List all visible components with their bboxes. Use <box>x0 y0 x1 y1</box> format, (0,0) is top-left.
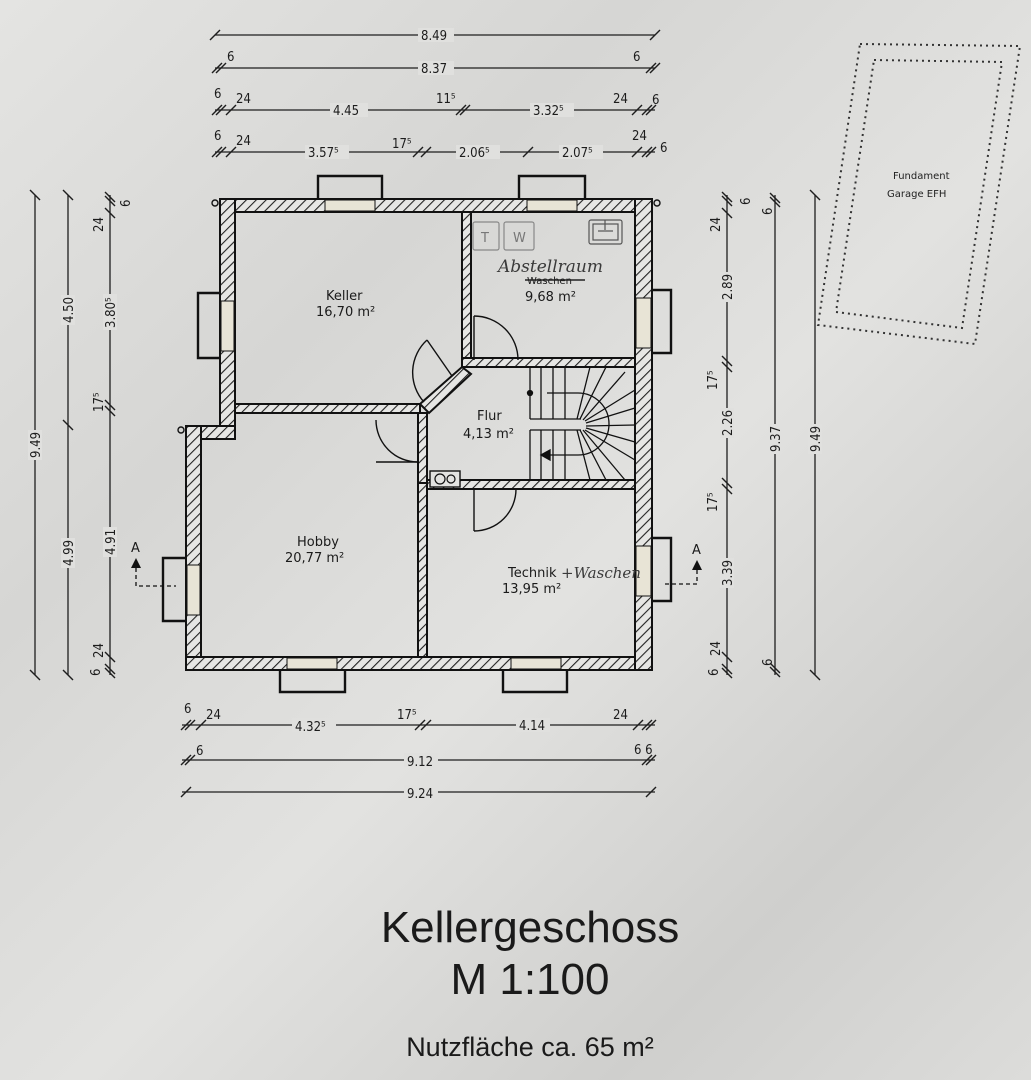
dryer-label: T <box>480 231 489 246</box>
room-abstellraum-struck-name: Waschen <box>527 276 572 287</box>
dim-label: 2.26 <box>721 410 736 436</box>
dim-top-total-outer: 8.49 <box>421 29 447 44</box>
dim-label: 4.32⁵ <box>295 720 326 735</box>
dim-label: 4.91 <box>104 529 119 555</box>
dim-label: 17⁵ <box>706 370 721 390</box>
room-keller-area: 16,70 m² <box>316 305 375 320</box>
left-dimension-labels: 9.49 4.50 4.99 3.80⁵ 4.91 24 6 17⁵ 24 6 <box>28 200 134 676</box>
garage-foundation <box>816 42 1022 346</box>
dim-label: 9.37 <box>769 426 784 452</box>
staircase <box>526 366 636 481</box>
dim-label: 6 <box>196 744 203 759</box>
dim-label: 9.12 <box>407 755 433 770</box>
dim-label: 6 <box>119 200 134 207</box>
dim-label: 2.06⁵ <box>459 146 490 161</box>
dim-label: 6 <box>660 141 667 156</box>
dim-label: 24 <box>709 641 724 656</box>
dim-label: 24 <box>632 129 647 144</box>
dim-label: 3.32⁵ <box>533 104 564 119</box>
dim-label: 6 <box>739 198 754 205</box>
room-abstellraum-area: 9,68 m² <box>525 290 576 305</box>
dim-label: 6 <box>633 50 640 65</box>
section-label: A <box>692 543 701 558</box>
diagonal-wall <box>418 365 473 415</box>
dim-top-total-inner: 8.37 <box>421 62 447 77</box>
washer-label: W <box>513 231 526 246</box>
dim-label: 6 <box>761 208 776 215</box>
dim-label: 4.50 <box>62 297 77 323</box>
dryer-icon <box>472 221 500 251</box>
room-abstellraum-name: Abstellraum <box>496 257 603 277</box>
room-flur-name: Flur <box>477 409 502 424</box>
appliances: T W <box>472 219 623 251</box>
washer-icon <box>503 221 535 251</box>
dim-label: 3.80⁵ <box>104 297 119 328</box>
dim-label: 6 <box>214 129 221 144</box>
room-technik-name: Technik <box>507 566 557 581</box>
dim-label: 6 <box>89 669 104 676</box>
scale-label: M 1:100 <box>450 955 610 1004</box>
section-marker-left: A <box>131 541 176 587</box>
section-marker-right: A <box>662 543 702 585</box>
garage-label-line1: Fundament <box>893 171 950 182</box>
dim-label: 6 <box>227 50 234 65</box>
usable-area-label: Nutzfläche ca. 65 m² <box>406 1032 654 1062</box>
corner-marker <box>177 426 185 434</box>
right-dimension-labels: 2.89 2.26 3.39 24 6 17⁵ 17⁵ 24 6 9.37 6 … <box>706 198 824 676</box>
dim-label: 17⁵ <box>706 492 721 512</box>
top-dimension-labels: 8.49 8.37 6 6 6 24 4.45 11⁵ 3.32⁵ 24 6 6… <box>214 28 667 161</box>
dim-label: 17⁵ <box>392 137 412 152</box>
room-keller-name: Keller <box>326 289 363 304</box>
dim-label: 6 <box>652 93 659 108</box>
dim-label: 3.57⁵ <box>308 146 339 161</box>
corner-marker <box>653 199 661 207</box>
bottom-dimensions <box>180 719 657 798</box>
dim-label: 24 <box>236 134 251 149</box>
corner-marker <box>211 199 219 207</box>
dim-label: 6 <box>707 669 722 676</box>
dim-label: 4.99 <box>62 540 77 566</box>
windows <box>161 174 673 694</box>
bottom-dimension-labels: 6 24 4.32⁵ 17⁵ 4.14 24 6 9.12 6 6 9.24 <box>184 702 653 802</box>
garage-label-line2: Garage EFH <box>887 189 946 200</box>
floor-title: Kellergeschoss <box>380 903 680 952</box>
sink-icon <box>588 219 623 245</box>
dim-label: 3.39 <box>721 560 736 586</box>
dim-label: 9.49 <box>809 426 824 452</box>
dim-label: 24 <box>709 217 724 232</box>
dim-label: 11⁵ <box>436 92 456 107</box>
dim-label: 6 6 <box>634 743 653 758</box>
room-hobby-area: 20,77 m² <box>285 551 344 566</box>
dim-label: 4.45 <box>333 104 359 119</box>
shaft-symbol <box>429 470 461 488</box>
dim-label: 2.89 <box>721 274 736 300</box>
dim-label: 24 <box>236 92 251 107</box>
room-technik-added-name: +Waschen <box>561 564 641 582</box>
dim-label: 9.24 <box>407 787 433 802</box>
dim-label: 17⁵ <box>92 392 107 412</box>
top-dimensions <box>209 29 661 158</box>
dim-label: 9.49 <box>29 432 44 458</box>
dim-label: 24 <box>92 217 107 232</box>
dim-label: 24 <box>206 708 221 723</box>
room-hobby-name: Hobby <box>297 535 339 550</box>
section-label: A <box>131 541 140 556</box>
dim-label: 17⁵ <box>397 708 417 723</box>
room-flur-area: 4,13 m² <box>463 427 514 442</box>
doors <box>375 315 519 532</box>
dim-label: 4.14 <box>519 719 545 734</box>
dim-label: 24 <box>613 92 628 107</box>
dim-label: 24 <box>613 708 628 723</box>
dim-label: 6 <box>214 87 221 102</box>
dim-label: 24 <box>92 643 107 658</box>
dim-label: 2.07⁵ <box>562 146 593 161</box>
dim-label: 6 <box>184 702 191 717</box>
room-technik-area: 13,95 m² <box>502 582 561 597</box>
floor-plan-drawing: 8.49 8.37 6 6 6 24 4.45 11⁵ 3.32⁵ 24 6 6… <box>28 28 1022 802</box>
dim-label: 6 <box>761 659 776 666</box>
